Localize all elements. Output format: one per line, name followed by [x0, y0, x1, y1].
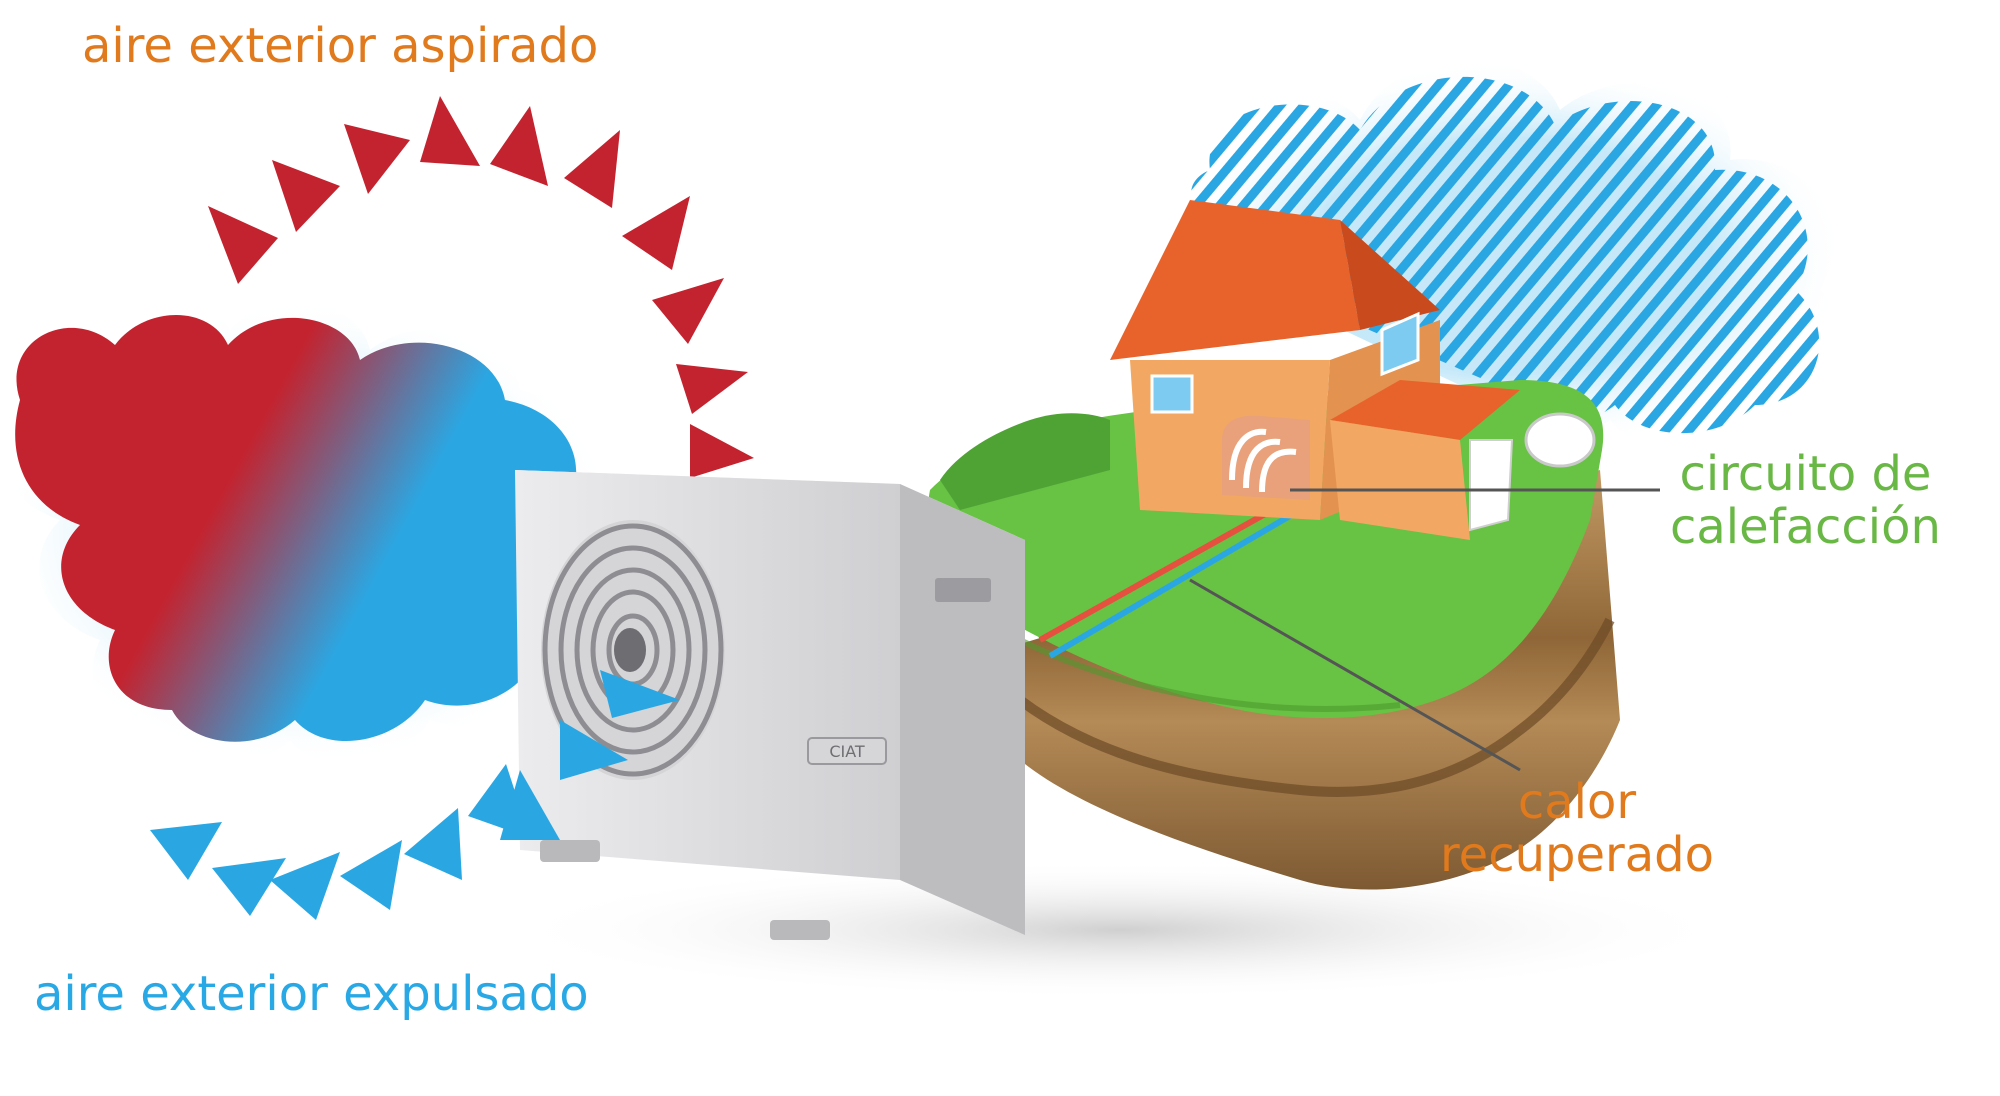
- heating-circuit-label-line2: calefacción: [1670, 498, 1941, 555]
- recovered-heat-label-line2: recuperado: [1440, 826, 1715, 883]
- intake-air-label: aire exterior aspirado: [82, 18, 599, 74]
- cold-air-cloud-right: [1171, 58, 1848, 454]
- house: [1110, 200, 1520, 540]
- exhaust-air-label: aire exterior expulsado: [34, 966, 589, 1022]
- heat-pump-unit: CIAT: [500, 470, 1025, 940]
- recovered-heat-label-line1: calor: [1517, 774, 1637, 830]
- leader-lines: [1189, 488, 1660, 772]
- ground-shadow: [500, 860, 1740, 1000]
- heating-circuit-label: circuito de calefacción: [1670, 448, 1941, 554]
- heating-circuit-label-line1: circuito de: [1679, 446, 1932, 502]
- unit-logo: CIAT: [829, 742, 865, 761]
- air-cloud-left: [0, 300, 619, 766]
- intake-arrows: [208, 96, 754, 478]
- recovered-heat-label: calor recuperado: [1440, 776, 1714, 882]
